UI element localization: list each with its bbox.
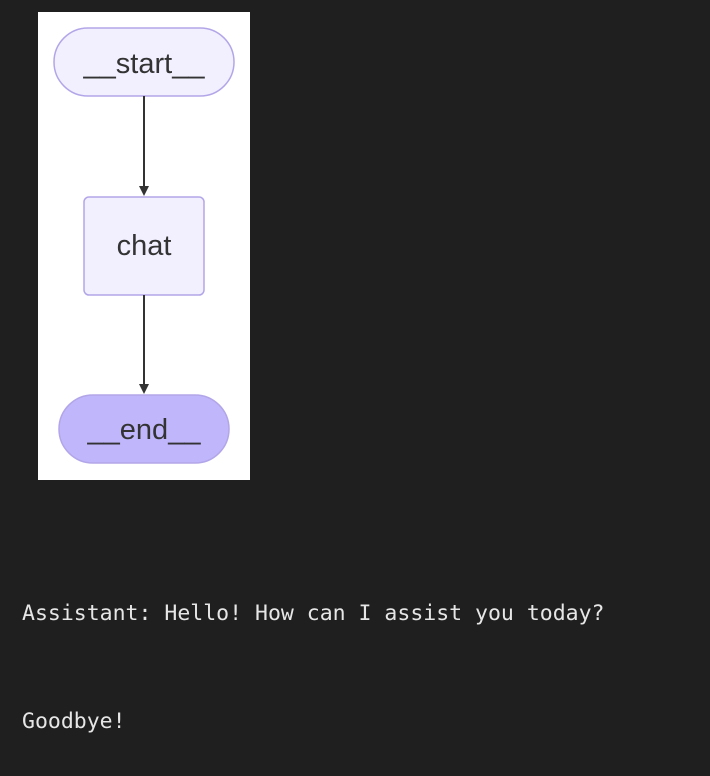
- cell-output: Assistant: Hello! How can I assist you t…: [22, 524, 702, 776]
- start-node-label: __start__: [83, 48, 206, 80]
- end-node-label: __end__: [87, 414, 202, 446]
- output-line-assistant: Assistant: Hello! How can I assist you t…: [22, 601, 605, 626]
- start-node: __start__: [53, 27, 235, 97]
- output-line-goodbye: Goodbye!: [22, 709, 126, 734]
- graph-diagram: __start__ chat __end__: [53, 27, 235, 464]
- chat-node-label: chat: [117, 230, 172, 262]
- chat-node: chat: [83, 196, 205, 296]
- end-node: __end__: [58, 394, 230, 464]
- graph-diagram-panel: __start__ chat __end__: [38, 12, 250, 480]
